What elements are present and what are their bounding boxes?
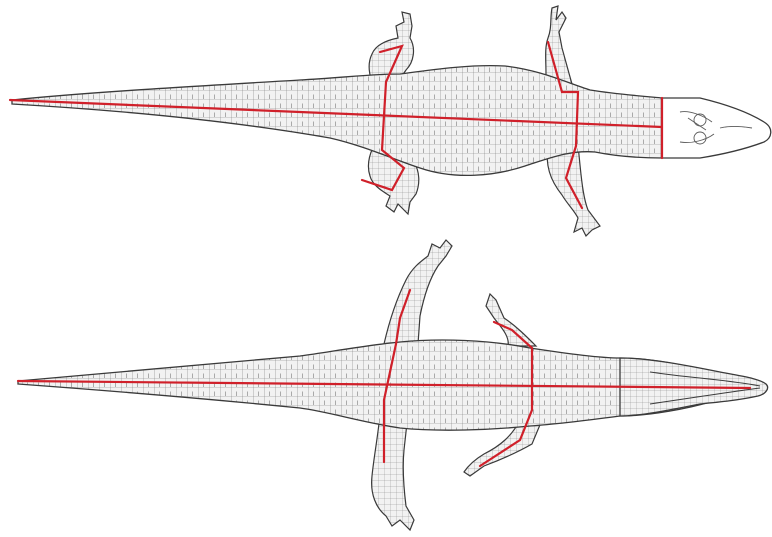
dorsal-head <box>662 98 771 158</box>
ventral-hind-limb-lower <box>372 414 414 530</box>
ventral-front-limb-upper <box>486 294 536 346</box>
ventral-view <box>18 240 768 530</box>
dorsal-view <box>10 6 771 236</box>
ventral-hind-limb-upper <box>384 240 452 344</box>
